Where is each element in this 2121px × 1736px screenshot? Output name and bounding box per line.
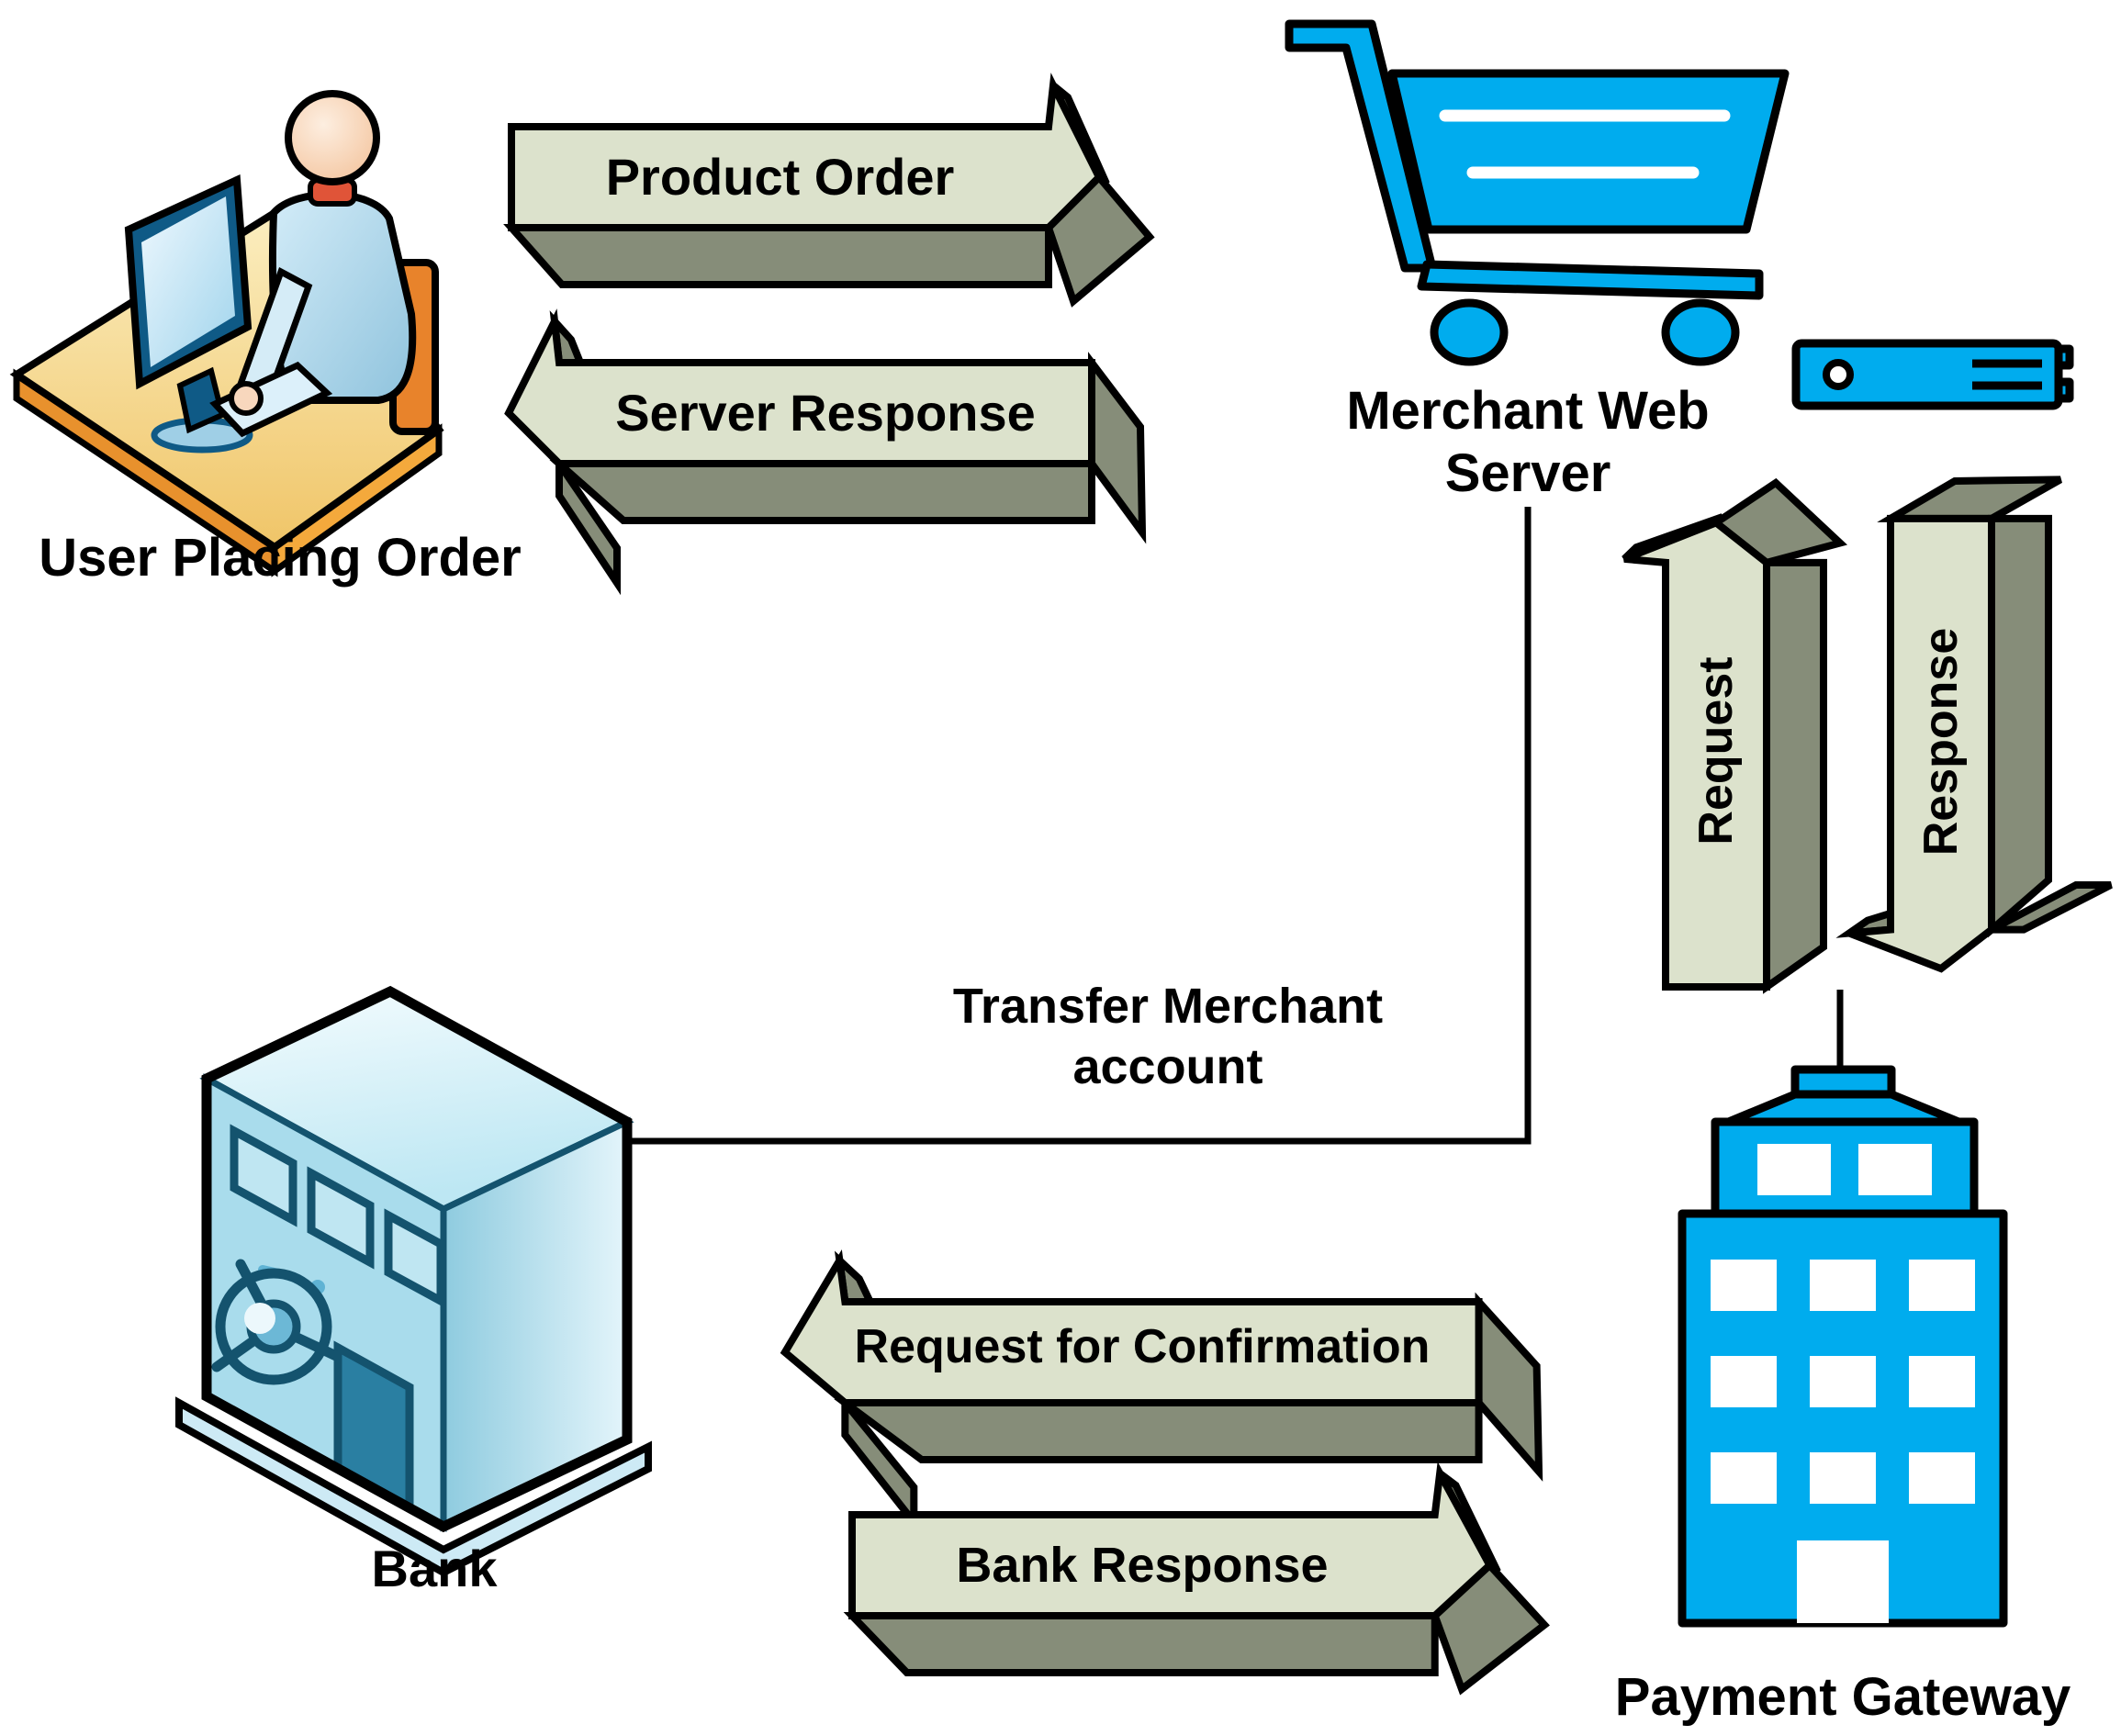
merchant-web-server-label: Merchant Web Server [1271, 380, 1785, 505]
transfer-label-line2: account [1072, 1039, 1263, 1094]
server-response-label: Server Response [615, 384, 1036, 442]
transfer-merchant-account-label: Transfer Merchant account [865, 976, 1471, 1097]
response-label: Response [1914, 627, 1968, 857]
building-window [1909, 1356, 1975, 1407]
bank-label: Bank [371, 1540, 498, 1597]
request-for-confirmation-label: Request for Confirmation [854, 1320, 1431, 1373]
response-down-arrow-icon [1849, 479, 2111, 969]
bank-response-label: Bank Response [956, 1538, 1329, 1593]
bank-building-icon [175, 985, 652, 1577]
keyboard [209, 361, 333, 438]
product-order-label: Product Order [605, 148, 955, 206]
building-door [1797, 1540, 1889, 1623]
request-confirmation-arrow-icon [785, 1260, 1539, 1522]
user-placing-order-label: User Placing Order [39, 528, 522, 588]
building-window [1810, 1260, 1876, 1311]
office-building-icon [1678, 1065, 2008, 1628]
person-at-computer-icon [9, 90, 444, 577]
bank-window [230, 1124, 297, 1227]
merchant-to-bank-connector [577, 507, 1532, 1145]
hand [229, 381, 264, 416]
building-window [1711, 1260, 1777, 1311]
merchant-label-line2: Server [1444, 443, 1611, 503]
building-window [1858, 1144, 1932, 1195]
building-window [1909, 1260, 1975, 1311]
building-window [1711, 1452, 1777, 1504]
merchant-label-line1: Merchant Web [1346, 381, 1710, 441]
bank-window [307, 1166, 375, 1270]
transfer-label-line1: Transfer Merchant [952, 979, 1384, 1034]
building-window [1810, 1356, 1876, 1407]
building-window [1711, 1356, 1777, 1407]
payment-gateway-label: Payment Gateway [1614, 1667, 2071, 1727]
vault-wheel [215, 1268, 332, 1385]
building-window [1909, 1452, 1975, 1504]
shopping-cart-icon [1285, 19, 1790, 366]
head [285, 90, 380, 185]
building-window [1757, 1144, 1831, 1195]
building-window [1810, 1452, 1876, 1504]
request-label: Request [1689, 656, 1743, 846]
bank-window [384, 1208, 445, 1308]
server-icon [1791, 339, 2074, 410]
